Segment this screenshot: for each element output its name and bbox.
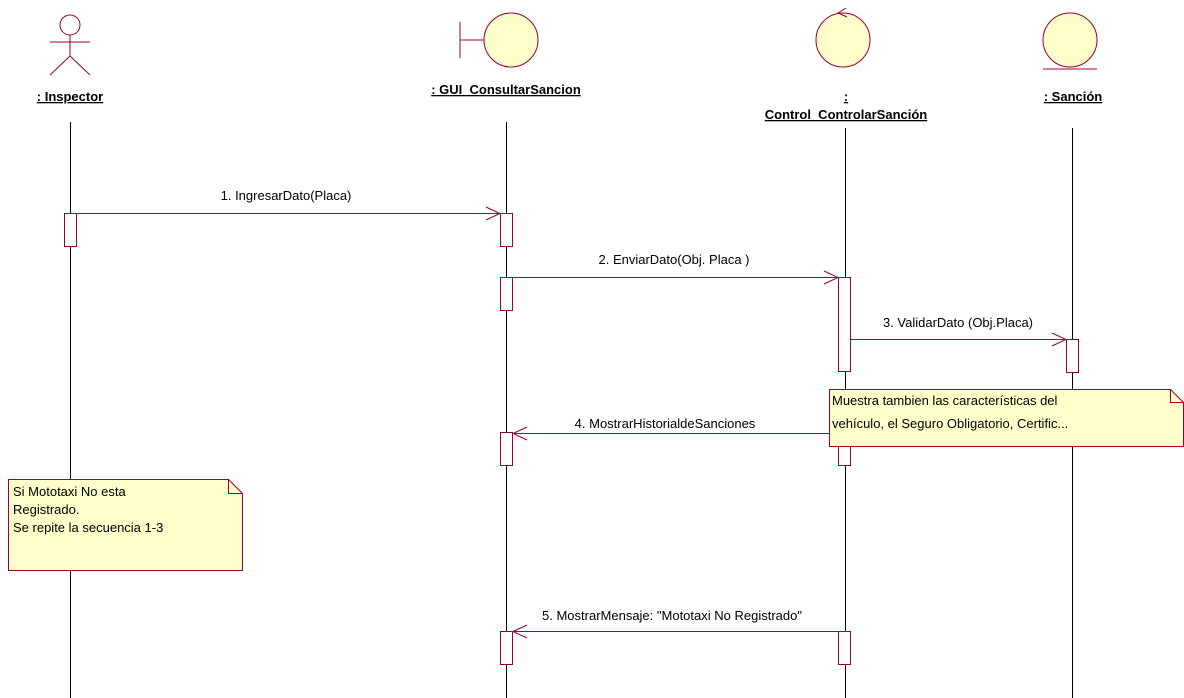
note-repeat-line-2: Registrado. (13, 502, 79, 517)
activation-gui-2 (500, 277, 513, 311)
participant-label-inspector: : Inspector (37, 89, 103, 104)
message-5-arrow (511, 624, 838, 639)
message-4-label: 4. MostrarHistorialdeSanciones (575, 416, 756, 431)
note-characteristics-line-1: Muestra tambien las características del (832, 393, 1058, 408)
activation-control-1 (838, 277, 851, 372)
message-1-label: 1. IngresarDato(Placa) (221, 188, 352, 203)
message-1-arrow (76, 206, 502, 221)
activation-inspector (64, 213, 77, 247)
note-characteristics: Muestra tambien las características del … (829, 389, 1184, 447)
note-repeat: Si Mototaxi No esta Registrado. Se repit… (8, 479, 243, 571)
message-4-arrow (511, 426, 838, 441)
control-icon (815, 7, 871, 68)
activation-gui-4 (500, 631, 513, 665)
boundary-icon (459, 12, 539, 68)
activation-gui-3 (500, 432, 513, 466)
entity-icon (1042, 12, 1098, 70)
message-3-label: 3. ValidarDato (Obj.Placa) (883, 315, 1033, 330)
actor-icon (49, 14, 91, 76)
activation-gui-1 (500, 213, 513, 247)
note-repeat-line-1: Si Mototaxi No esta (13, 484, 126, 499)
participant-label-control: Control_ControlarSanción (765, 107, 928, 122)
message-3-arrow (851, 332, 1068, 347)
note-characteristics-line-2: vehículo, el Seguro Obligatorio, Certifi… (832, 416, 1068, 431)
participant-label-gui: : GUI_ConsultarSancion (431, 82, 581, 97)
message-2-label: 2. EnviarDato(Obj. Placa ) (598, 252, 749, 267)
participant-label-sancion: : Sanción (1044, 89, 1103, 104)
message-2-arrow (512, 270, 840, 285)
activation-control-3 (838, 631, 851, 665)
note-repeat-line-3: Se repite la secuencia 1-3 (13, 520, 163, 535)
activation-sancion (1066, 339, 1079, 373)
message-5-label: 5. MostrarMensaje: "Mototaxi No Registra… (542, 608, 802, 623)
participant-label-control-colon: : (844, 89, 848, 104)
